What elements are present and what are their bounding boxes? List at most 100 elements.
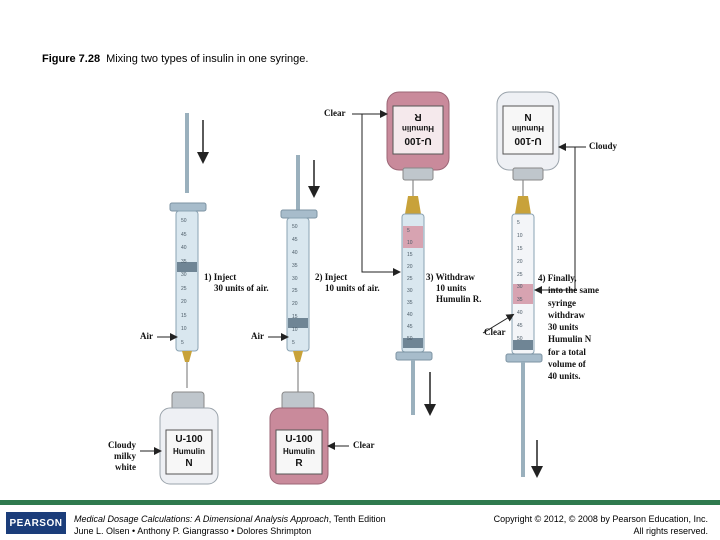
syringe-step-2 bbox=[280, 155, 320, 392]
label-air-2: Air bbox=[251, 331, 264, 341]
scale-number: 30 bbox=[517, 284, 523, 291]
step-line: 30 units of air. bbox=[214, 283, 269, 293]
vial-label-top-right: U-100 Humulin N bbox=[503, 110, 553, 146]
vial-type: N bbox=[185, 458, 193, 469]
vial-brand: Humulin bbox=[283, 447, 315, 456]
vial-type: R bbox=[295, 458, 303, 469]
step-line: 10 units bbox=[436, 283, 467, 293]
vial-label bbox=[392, 105, 444, 155]
vial-brand: Humulin bbox=[402, 124, 434, 133]
step-line: 1) Inject bbox=[204, 272, 237, 282]
step-line: Humulin R. bbox=[436, 294, 482, 304]
vial-humulin-r-bottom bbox=[269, 391, 329, 485]
vial-brand: Humulin bbox=[512, 124, 544, 133]
step-1-caption: 1) Inject 30 units of air. bbox=[204, 272, 269, 294]
scale-number: 50 bbox=[407, 336, 413, 342]
step-line: 3) Withdraw bbox=[426, 272, 475, 282]
scale-number: 50 bbox=[181, 218, 187, 224]
scale-number: 30 bbox=[181, 272, 187, 279]
needle-hub bbox=[182, 351, 192, 362]
scale-number: 25 bbox=[292, 288, 298, 295]
plunger-tip bbox=[513, 340, 533, 350]
scale-number: 40 bbox=[407, 312, 413, 318]
scale-number: 10 bbox=[407, 240, 413, 246]
scale-number: 20 bbox=[181, 299, 187, 306]
scale-number: 25 bbox=[407, 276, 413, 282]
syringe-step-3 bbox=[395, 180, 436, 416]
scale-number: 10 bbox=[181, 326, 187, 333]
vial-strength: U-100 bbox=[285, 434, 313, 445]
scale-number: 30 bbox=[407, 288, 413, 294]
label-cloudy-top: Cloudy bbox=[589, 141, 618, 151]
scale-number: 50 bbox=[517, 336, 523, 342]
book-authors: June L. Olsen • Anthony P. Giangrasso • … bbox=[74, 526, 312, 536]
scale-number: 25 bbox=[517, 271, 523, 278]
figure-title: Mixing two types of insulin in one syrin… bbox=[106, 53, 309, 65]
vial-label-bottom-left: U-100 Humulin N bbox=[166, 434, 212, 470]
vial-label-bottom-right: U-100 Humulin R bbox=[276, 434, 322, 470]
book-title: Medical Dosage Calculations: A Dimension… bbox=[74, 514, 329, 524]
plunger-tip bbox=[403, 338, 423, 348]
vial-humulin-n-top bbox=[496, 91, 560, 181]
copyright-line: Copyright © 2012, © 2008 by Pearson Educ… bbox=[493, 514, 708, 524]
figure-number: Figure 7.28 bbox=[42, 53, 101, 65]
step-line: into the same bbox=[548, 285, 599, 296]
step-3-caption: 3) Withdraw 10 units Humulin R. bbox=[426, 272, 482, 305]
scale-number: 15 bbox=[407, 252, 413, 258]
scale-number: 5 bbox=[517, 220, 520, 226]
step-line: syringe bbox=[548, 297, 576, 308]
scale-number: 35 bbox=[407, 300, 413, 306]
vial-label bbox=[502, 105, 554, 155]
plunger-rod bbox=[296, 155, 300, 215]
plunger-rod bbox=[411, 360, 415, 415]
step-line: Humulin N bbox=[548, 334, 592, 345]
step-2-caption: 2) Inject 10 units of air. bbox=[315, 272, 380, 294]
label-cloudy-milky-white: Cloudy milky white bbox=[100, 440, 136, 473]
label-air-1: Air bbox=[140, 331, 153, 341]
drawn-insulin-r bbox=[403, 226, 423, 248]
scale-number: 10 bbox=[517, 232, 523, 239]
vial-humulin-r-top bbox=[386, 91, 450, 181]
step-line: withdraw bbox=[548, 309, 586, 320]
vial-label-top-left: U-100 Humulin R bbox=[393, 110, 443, 146]
scale-number: 10 bbox=[292, 327, 298, 334]
vial-brand: Humulin bbox=[173, 447, 205, 456]
scale-number: 40 bbox=[181, 245, 187, 252]
pearson-logo: PEARSON bbox=[6, 512, 66, 534]
scale-number: 35 bbox=[181, 258, 187, 265]
vial-type: N bbox=[524, 111, 532, 122]
vial-cap bbox=[402, 167, 434, 181]
scale-number: 15 bbox=[292, 314, 298, 321]
vial-strength: U-100 bbox=[514, 135, 542, 146]
needle-hub bbox=[293, 351, 303, 362]
scale-number: 30 bbox=[292, 275, 298, 282]
scale-number: 40 bbox=[517, 310, 523, 317]
figure-caption: Figure 7.28 Mixing two types of insulin i… bbox=[42, 53, 308, 65]
step-line: 30 units bbox=[548, 322, 579, 333]
footer-citation: Medical Dosage Calculations: A Dimension… bbox=[74, 513, 386, 537]
vial-strength: U-100 bbox=[175, 434, 203, 445]
scale-number: 5 bbox=[181, 340, 184, 346]
step-4-caption: 4) Finally, into the same syringe withdr… bbox=[538, 272, 599, 383]
scale-number: 35 bbox=[517, 297, 523, 304]
scale-number: 20 bbox=[292, 301, 298, 308]
scale-number: 45 bbox=[181, 231, 187, 238]
scale-number: 45 bbox=[292, 236, 298, 243]
footer-rule bbox=[0, 500, 720, 505]
syringe-step-4 bbox=[505, 180, 543, 478]
label-clear-bottom: Clear bbox=[353, 440, 375, 450]
plunger-rod bbox=[185, 113, 189, 193]
scale-number: 5 bbox=[292, 340, 295, 346]
vial-label bbox=[275, 429, 323, 475]
plunger-tip bbox=[288, 318, 308, 328]
scale-number: 20 bbox=[407, 264, 413, 270]
step-line: 2) Inject bbox=[315, 272, 348, 282]
plunger-tip bbox=[177, 262, 197, 272]
vial-humulin-n-bottom bbox=[159, 391, 219, 485]
syringe-step-1 bbox=[169, 113, 209, 388]
rights-line: All rights reserved. bbox=[633, 526, 708, 536]
plunger-rod bbox=[521, 362, 525, 477]
scale-number: 15 bbox=[181, 312, 187, 319]
scale-number: 50 bbox=[292, 224, 298, 230]
vial-cap bbox=[512, 167, 544, 181]
